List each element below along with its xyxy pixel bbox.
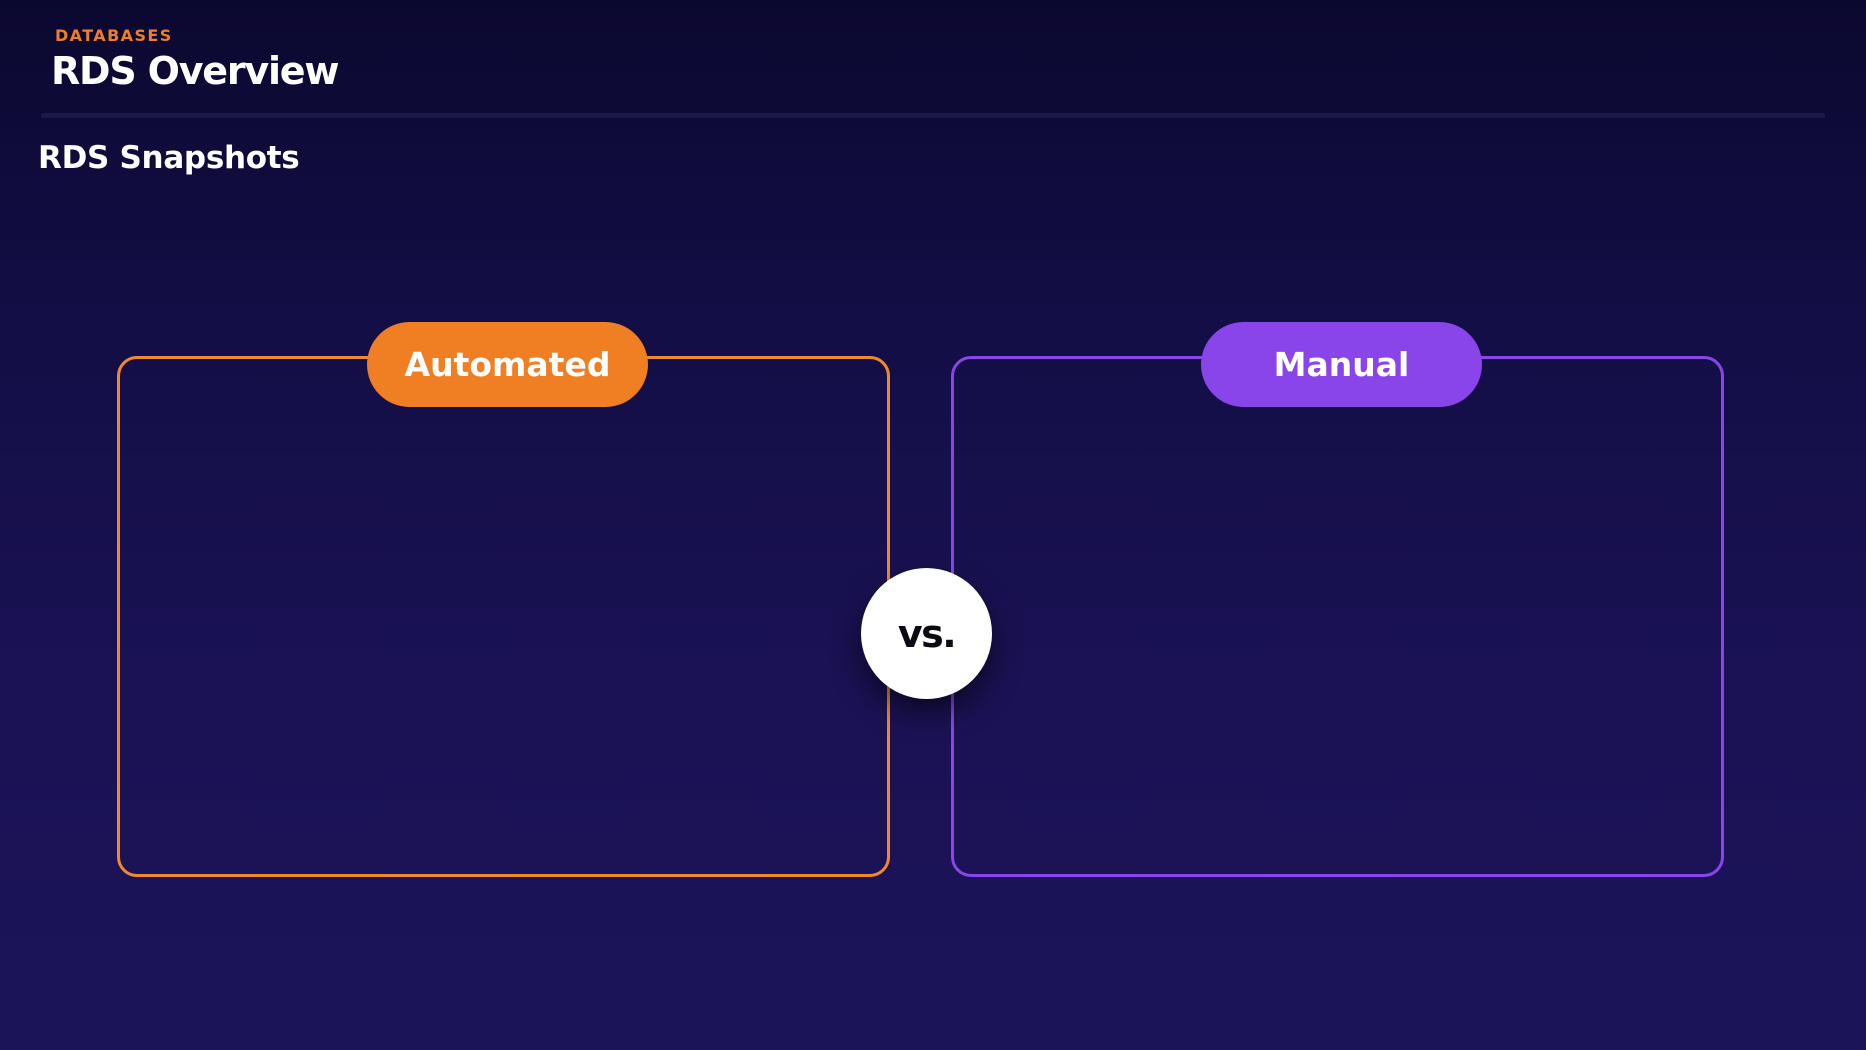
automated-label-pill: Automated (367, 322, 648, 407)
vs-badge: vs. (861, 568, 992, 699)
vs-label: vs. (897, 611, 957, 656)
manual-label-pill: Manual (1201, 322, 1482, 407)
section-title: RDS Snapshots (38, 140, 300, 176)
page-title: RDS Overview (51, 49, 339, 93)
section-eyebrow: DATABASES (55, 26, 173, 45)
manual-panel (951, 356, 1724, 877)
header-divider (41, 113, 1825, 118)
automated-panel (117, 356, 890, 877)
